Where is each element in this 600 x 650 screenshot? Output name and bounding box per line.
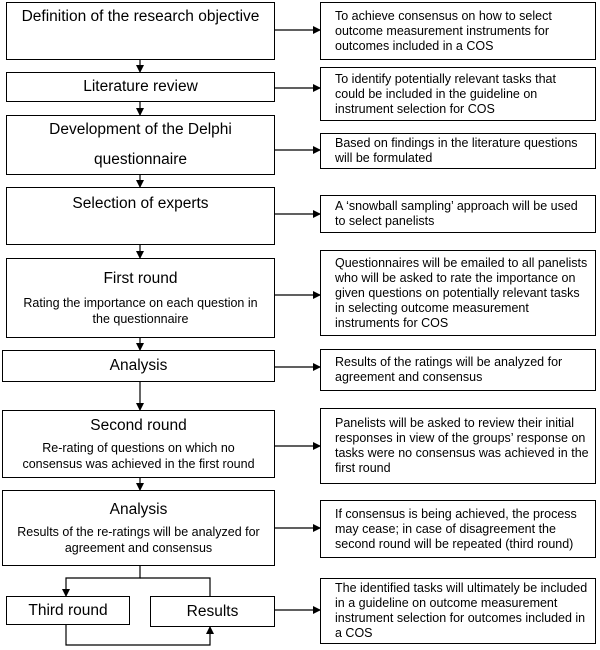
note-questionnaire-text: Based on findings in the literature ques… xyxy=(335,136,578,165)
note-analysis-1: Results of the ratings will be analyzed … xyxy=(320,349,596,391)
step-first-round-subtitle: Rating the importance on each question i… xyxy=(23,296,258,326)
step-third-round-title: Third round xyxy=(28,601,108,619)
note-objective-text: To achieve consensus on how to select ou… xyxy=(335,8,552,53)
step-second-round: Second round Re-rating of questions on w… xyxy=(2,410,275,478)
step-questionnaire-title: Development of the Delphi xyxy=(49,121,232,138)
loop-third-round-to-results xyxy=(65,625,214,646)
step-literature: Literature review xyxy=(6,72,275,102)
note-analysis-2: If consensus is being achieved, the proc… xyxy=(320,500,596,558)
note-analysis-2-text: If consensus is being achieved, the proc… xyxy=(335,506,577,551)
step-third-round: Third round xyxy=(6,596,130,625)
step-literature-title: Literature review xyxy=(83,78,198,95)
note-questionnaire: Based on findings in the literature ques… xyxy=(320,133,596,169)
note-first-round-text: Questionnaires will be emailed to all pa… xyxy=(335,255,588,330)
step-questionnaire-title-line2: questionnaire xyxy=(93,151,188,168)
note-second-round-text: Panelists will be asked to review their … xyxy=(335,416,589,475)
note-objective: To achieve consensus on how to select ou… xyxy=(320,2,596,60)
note-literature-text: To identify potentially relevant tasks t… xyxy=(335,71,556,116)
step-second-round-subtitle: Re-rating of questions on which no conse… xyxy=(22,441,255,471)
note-analysis-1-text: Results of the ratings will be analyzed … xyxy=(335,355,563,384)
step-first-round-title: First round xyxy=(103,270,178,287)
step-results: Results xyxy=(150,596,275,627)
step-questionnaire: Development of the Delphi questionnaire xyxy=(6,115,275,175)
note-experts: A ‘snowball sampling’ approach will be u… xyxy=(320,195,596,233)
step-second-round-title: Second round xyxy=(90,417,187,434)
step-experts: Selection of experts xyxy=(6,187,275,245)
note-second-round: Panelists will be asked to review their … xyxy=(320,408,596,484)
split-connector-results xyxy=(140,577,211,596)
step-analysis-2: Analysis Results of the re-ratings will … xyxy=(2,490,275,566)
step-objective-title: Definition of the research objective xyxy=(21,8,260,25)
step-first-round: First round Rating the importance on eac… xyxy=(6,258,275,338)
step-analysis-1-title: Analysis xyxy=(109,357,168,374)
step-analysis-1: Analysis xyxy=(2,350,275,382)
step-objective: Definition of the research objective xyxy=(6,2,275,60)
note-experts-text: A ‘snowball sampling’ approach will be u… xyxy=(335,199,578,228)
step-results-title: Results xyxy=(186,602,239,620)
step-analysis-2-subtitle: Results of the re-ratings will be analyz… xyxy=(17,525,260,555)
note-literature: To identify potentially relevant tasks t… xyxy=(320,67,596,121)
note-results: The identified tasks will ultimately be … xyxy=(320,578,596,644)
note-results-text: The identified tasks will ultimately be … xyxy=(335,581,588,640)
step-experts-title: Selection of experts xyxy=(72,195,209,212)
note-first-round: Questionnaires will be emailed to all pa… xyxy=(320,250,596,336)
step-analysis-2-title: Analysis xyxy=(109,501,168,518)
split-connector xyxy=(62,566,141,597)
